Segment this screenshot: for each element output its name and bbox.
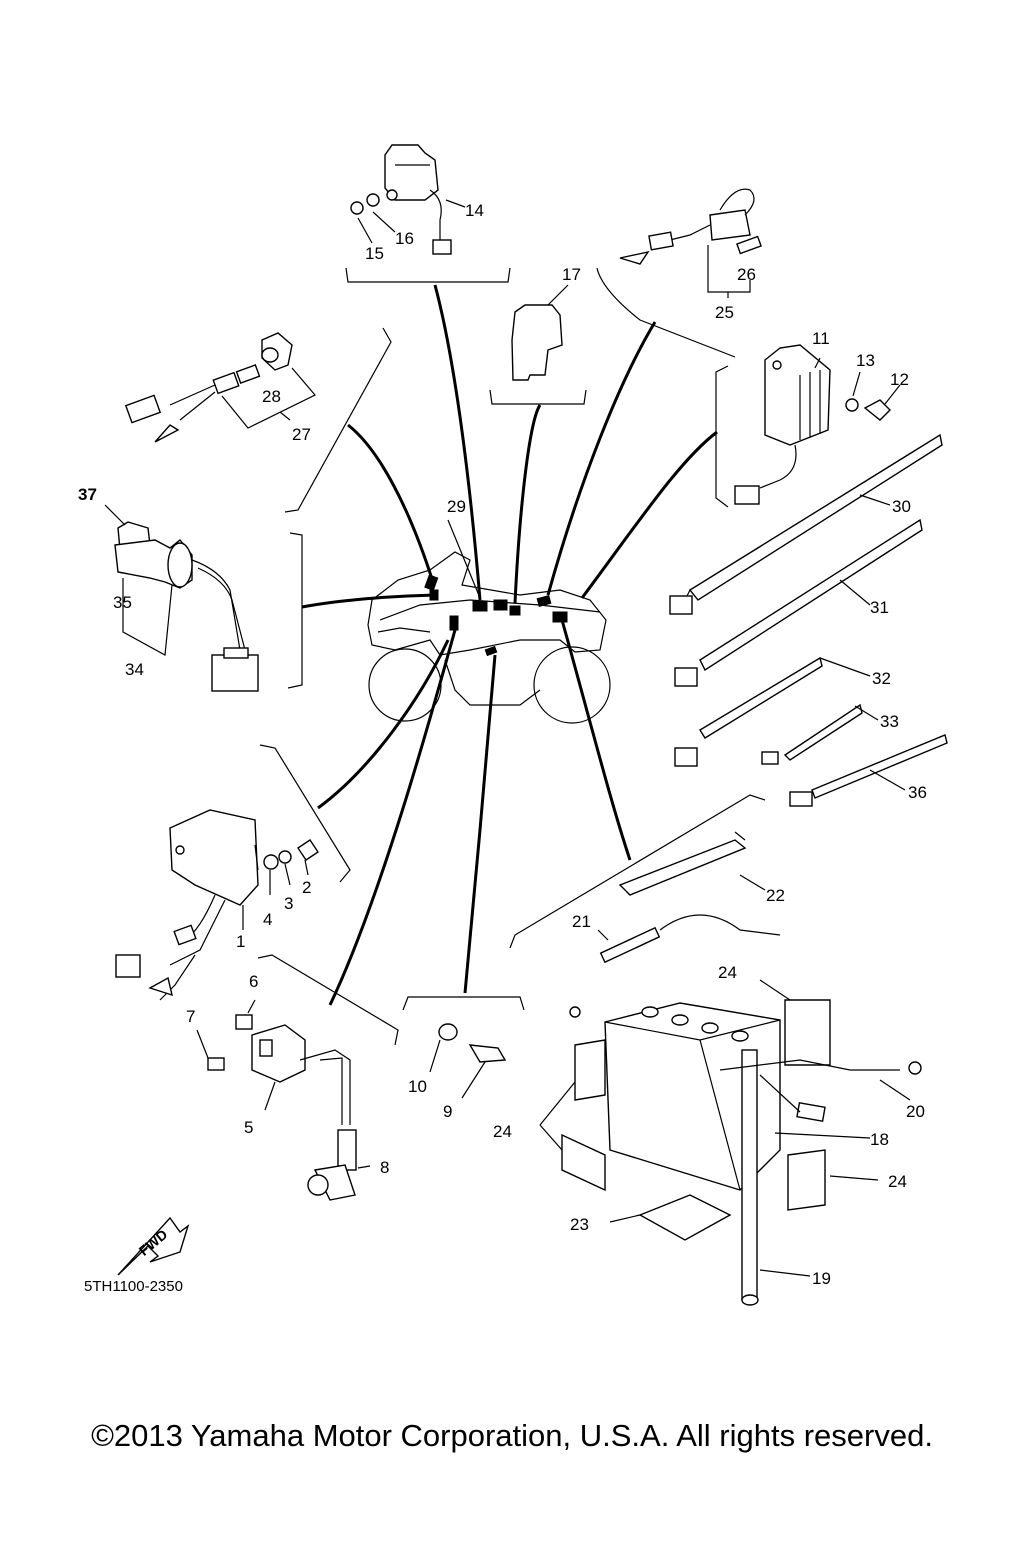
callout-37: 37 bbox=[78, 485, 97, 504]
callout-2: 2 bbox=[302, 878, 311, 897]
part-17-cap bbox=[511, 284, 569, 381]
callout-4: 4 bbox=[263, 910, 272, 929]
callout-27: 27 bbox=[292, 425, 311, 444]
group-brackets bbox=[257, 267, 766, 1046]
callout-29: 29 bbox=[447, 497, 466, 516]
copyright-notice: ©2013 Yamaha Motor Corporation, U.S.A. A… bbox=[91, 1418, 933, 1453]
callout-20: 20 bbox=[906, 1102, 925, 1121]
starter-relay-parts bbox=[350, 144, 466, 255]
atv-illustration bbox=[367, 551, 611, 724]
cdi-unit-parts bbox=[115, 809, 319, 1001]
callout-25: 25 bbox=[715, 303, 734, 322]
callout-13: 13 bbox=[856, 351, 875, 370]
callout-21: 21 bbox=[572, 912, 591, 931]
callout-19: 19 bbox=[812, 1269, 831, 1288]
battery-parts bbox=[539, 831, 922, 1306]
callout-numbers: 1 2 3 4 5 6 7 8 9 10 11 12 13 14 15 16 1… bbox=[78, 201, 927, 1288]
callout-1: 1 bbox=[236, 932, 245, 951]
rectifier-parts bbox=[734, 344, 901, 505]
callout-18: 18 bbox=[870, 1130, 889, 1149]
callout-3: 3 bbox=[284, 894, 293, 913]
callout-34: 34 bbox=[125, 660, 144, 679]
callout-24-right: 24 bbox=[888, 1172, 907, 1191]
callout-30: 30 bbox=[892, 497, 911, 516]
callout-33: 33 bbox=[880, 712, 899, 731]
callout-23: 23 bbox=[570, 1215, 589, 1234]
callout-31: 31 bbox=[870, 598, 889, 617]
wire-bands bbox=[669, 433, 948, 807]
callout-28: 28 bbox=[262, 387, 281, 406]
callout-9: 9 bbox=[443, 1102, 452, 1121]
coil-cap-parts bbox=[196, 999, 371, 1201]
main-switch-parts bbox=[104, 504, 259, 692]
callout-11: 11 bbox=[812, 329, 830, 348]
callout-10: 10 bbox=[408, 1077, 427, 1096]
callout-14: 14 bbox=[465, 201, 484, 220]
callout-15: 15 bbox=[365, 244, 384, 263]
callout-36: 36 bbox=[908, 783, 927, 802]
leader-lines bbox=[301, 284, 718, 1006]
sensor-lead-parts bbox=[124, 332, 316, 443]
callout-26: 26 bbox=[737, 265, 756, 284]
callout-16: 16 bbox=[395, 229, 414, 248]
forward-arrow-icon: FWD bbox=[117, 1216, 190, 1276]
callout-17: 17 bbox=[562, 265, 581, 284]
callout-32: 32 bbox=[872, 669, 891, 688]
ignition-coil-parts bbox=[619, 188, 762, 298]
callout-22: 22 bbox=[766, 886, 785, 905]
callout-5: 5 bbox=[244, 1118, 253, 1137]
callout-24-left: 24 bbox=[493, 1122, 512, 1141]
callout-24-top: 24 bbox=[718, 963, 737, 982]
callout-7: 7 bbox=[186, 1007, 195, 1026]
callout-8: 8 bbox=[380, 1158, 389, 1177]
callout-6: 6 bbox=[249, 972, 258, 991]
diagram-code: 5TH1100-2350 bbox=[84, 1278, 183, 1295]
callout-12: 12 bbox=[890, 370, 909, 389]
sensor-switch-parts bbox=[429, 1023, 507, 1099]
callout-35: 35 bbox=[113, 593, 132, 612]
